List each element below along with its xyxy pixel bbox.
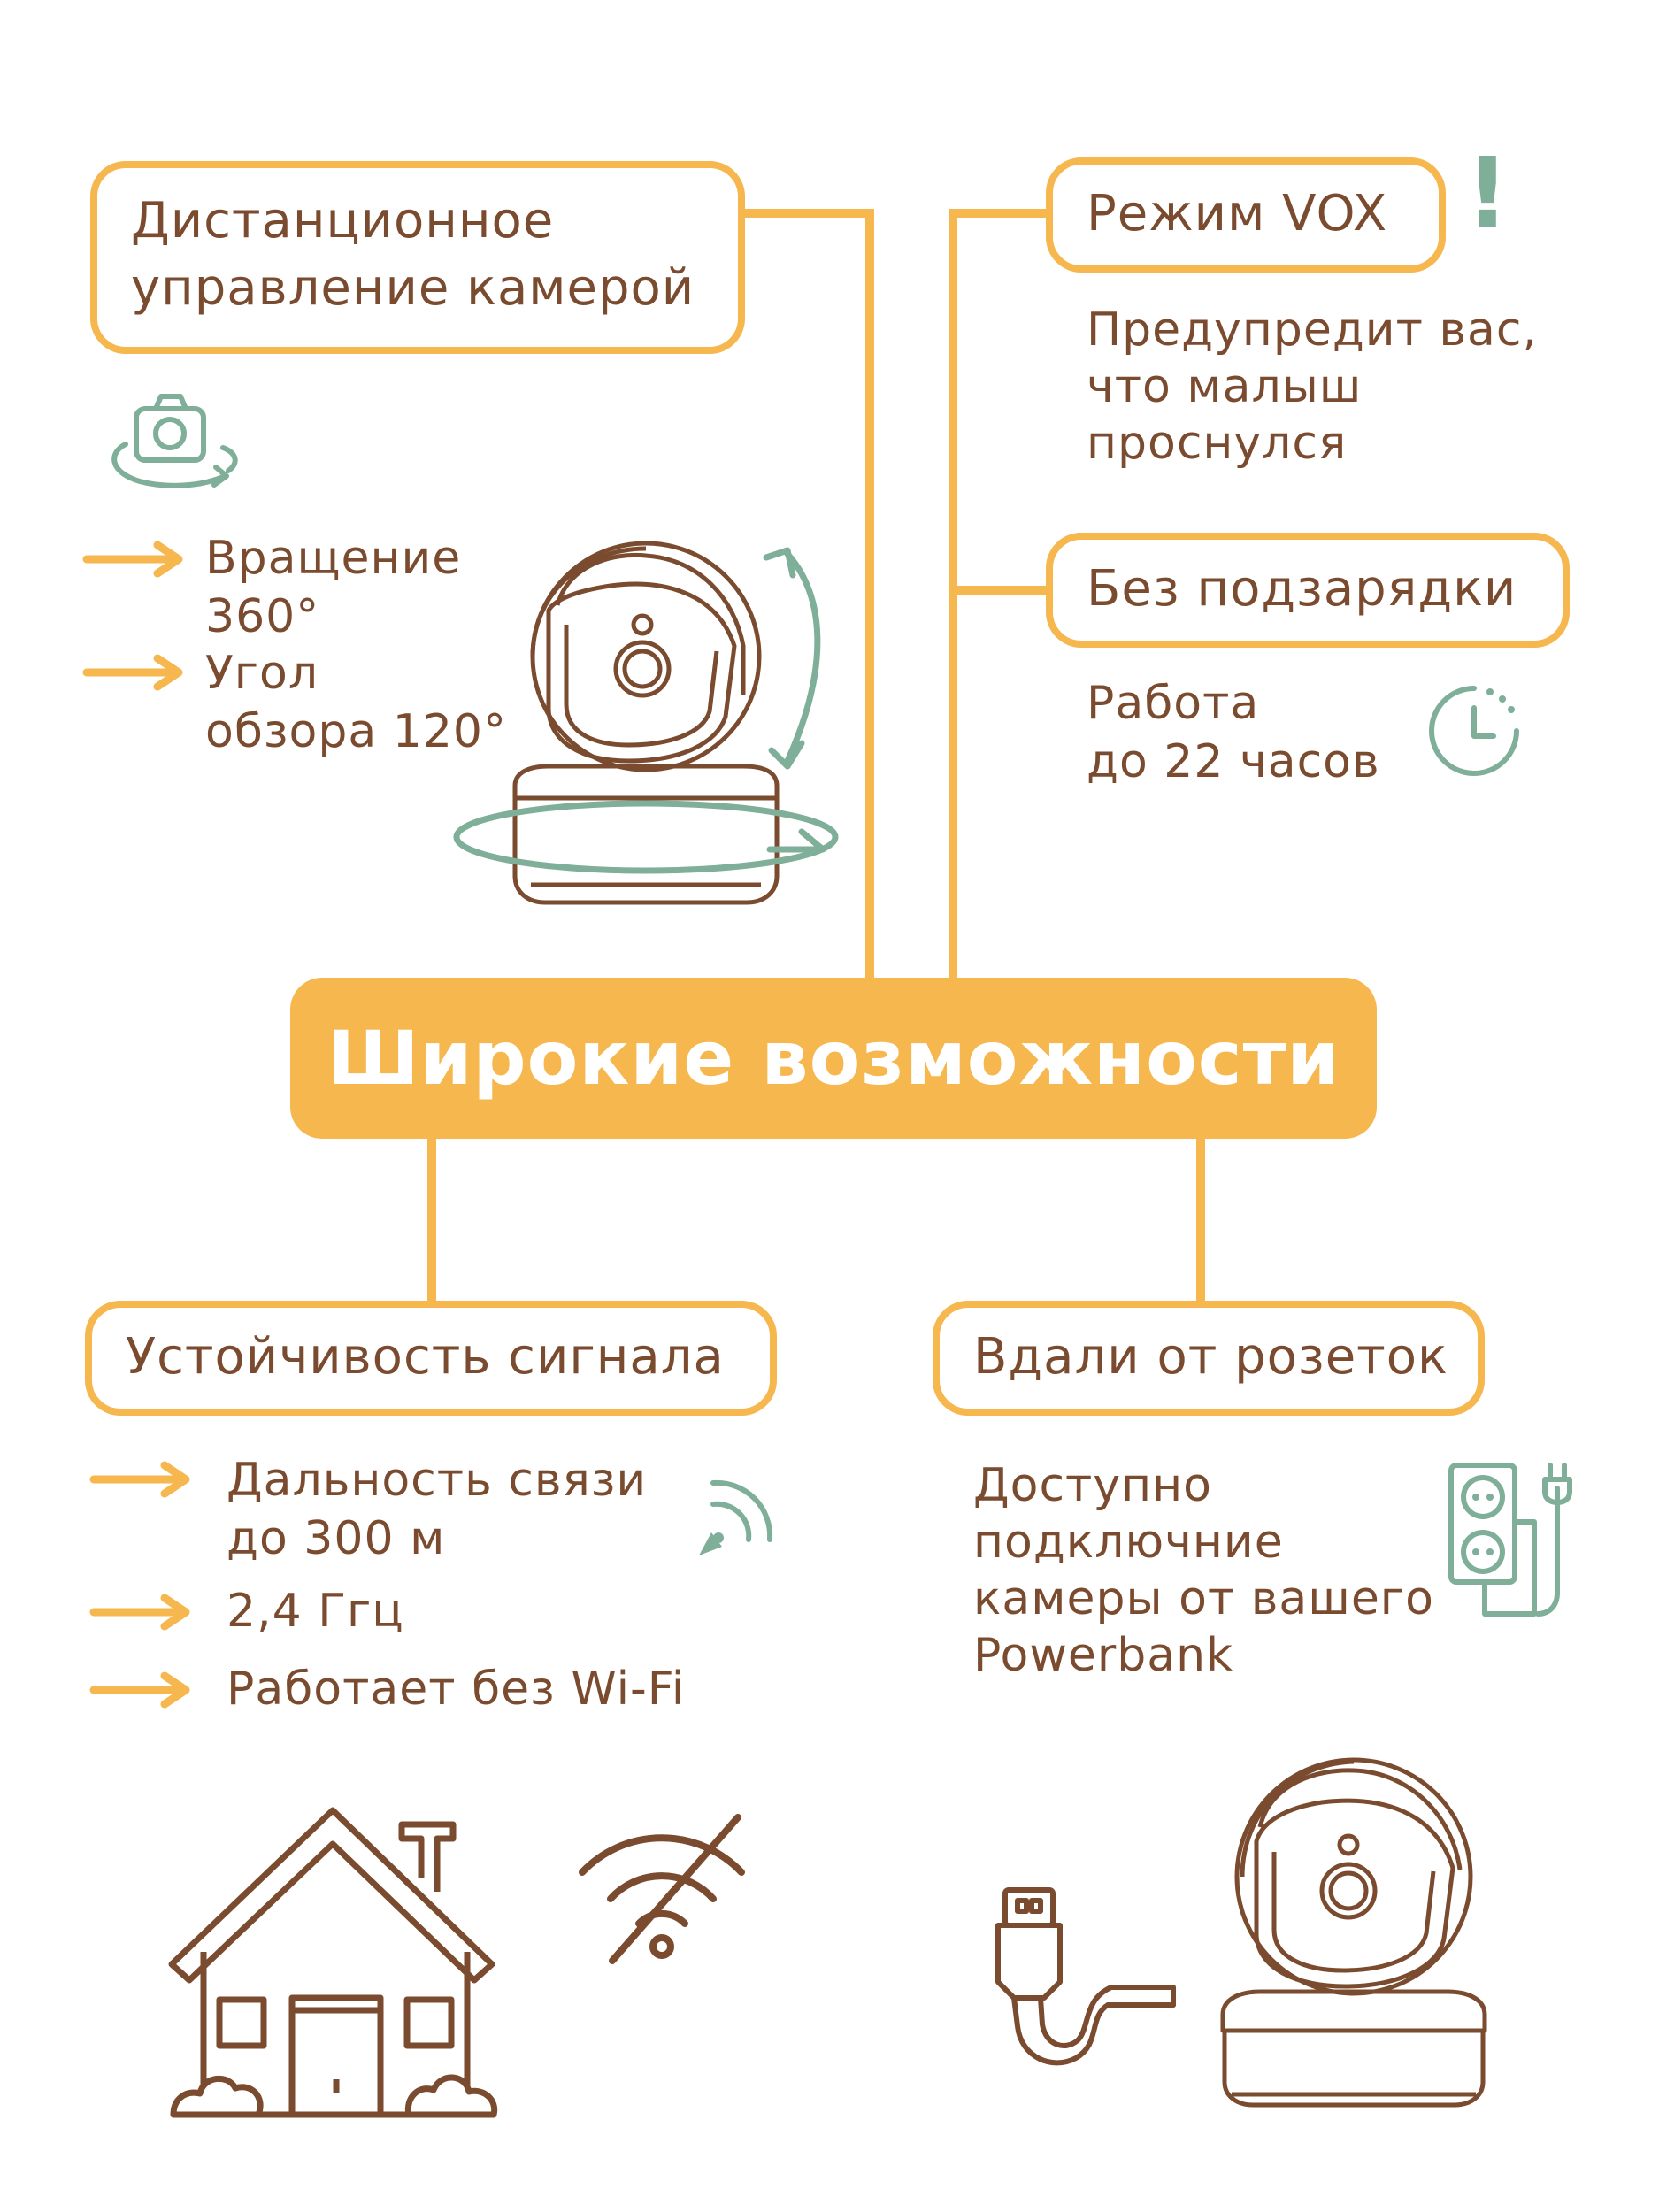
camera-rotate-icon xyxy=(111,394,238,488)
view-angle-value: обзора 120° xyxy=(205,705,508,758)
remote-control-title-line1: Дистанционное xyxy=(131,192,555,250)
connector-line-top-left-horizontal xyxy=(741,209,874,218)
vox-mode-pill xyxy=(1046,157,1446,273)
baby-camera-icon xyxy=(1220,1757,1487,2108)
baby-camera-icon xyxy=(453,541,839,905)
no-recharge-pill xyxy=(1046,533,1570,648)
rotation-value: 360° xyxy=(205,590,320,643)
frequency-label: 2,4 Ггц xyxy=(227,1585,404,1638)
connector-line-vox-horizontal xyxy=(949,209,1055,218)
work-time-line2: до 22 часов xyxy=(1087,735,1380,788)
connector-line-battery-horizontal xyxy=(949,586,1055,595)
powerbank-desc-line1: Доступно xyxy=(973,1459,1212,1512)
arrow-right-icon xyxy=(89,1594,190,1631)
arrow-right-icon xyxy=(89,1671,190,1709)
work-time-line1: Работа xyxy=(1087,677,1260,730)
powerbank-desc-line4: Powerbank xyxy=(973,1629,1234,1682)
usb-cable-icon xyxy=(995,1887,1176,2066)
signal-stability-title: Устойчивость сигнала xyxy=(126,1328,725,1386)
power-socket-icon xyxy=(1448,1463,1572,1617)
vox-desc-line3: проснулся xyxy=(1087,417,1348,470)
vox-desc-line1: Предупредит вас, xyxy=(1087,303,1539,357)
view-angle-label: Угол xyxy=(205,647,319,700)
away-from-sockets-pill xyxy=(933,1301,1485,1416)
range-line1: Дальность связи xyxy=(227,1454,648,1507)
away-from-sockets-title: Вдали от розеток xyxy=(973,1328,1448,1386)
vox-mode-title: Режим VOX xyxy=(1087,185,1388,242)
exclamation-mark: ! xyxy=(1465,136,1510,250)
connector-line-bottom-right-vertical xyxy=(1196,1137,1205,1307)
signal-icon xyxy=(699,1479,773,1555)
house-icon xyxy=(168,1807,498,2118)
remote-control-pill xyxy=(90,161,745,354)
connector-line-bottom-left-vertical xyxy=(427,1137,436,1307)
arrow-right-icon xyxy=(82,654,183,691)
connector-line-top-right-vertical xyxy=(949,209,957,980)
vox-desc-line2: что малыш xyxy=(1087,360,1363,413)
remote-control-title-line2: управление камерой xyxy=(131,259,695,317)
arrow-right-icon xyxy=(89,1461,190,1498)
rotation-label: Вращение xyxy=(205,532,462,585)
center-title: Широкие возможности xyxy=(326,1015,1340,1102)
no-wifi-label: Работает без Wi-Fi xyxy=(227,1663,686,1716)
powerbank-desc-line3: камеры от вашего xyxy=(973,1572,1434,1625)
range-line2: до 300 м xyxy=(227,1512,446,1565)
connector-line-top-left-vertical xyxy=(865,209,874,980)
arrow-right-icon xyxy=(82,541,183,578)
no-recharge-title: Без подзарядки xyxy=(1087,560,1517,618)
signal-stability-pill xyxy=(85,1301,777,1416)
clock-icon xyxy=(1429,686,1519,776)
powerbank-desc-line2: подключние xyxy=(973,1516,1284,1569)
no-wifi-icon xyxy=(579,1814,745,1964)
center-banner: Широкие возможности xyxy=(290,978,1377,1139)
